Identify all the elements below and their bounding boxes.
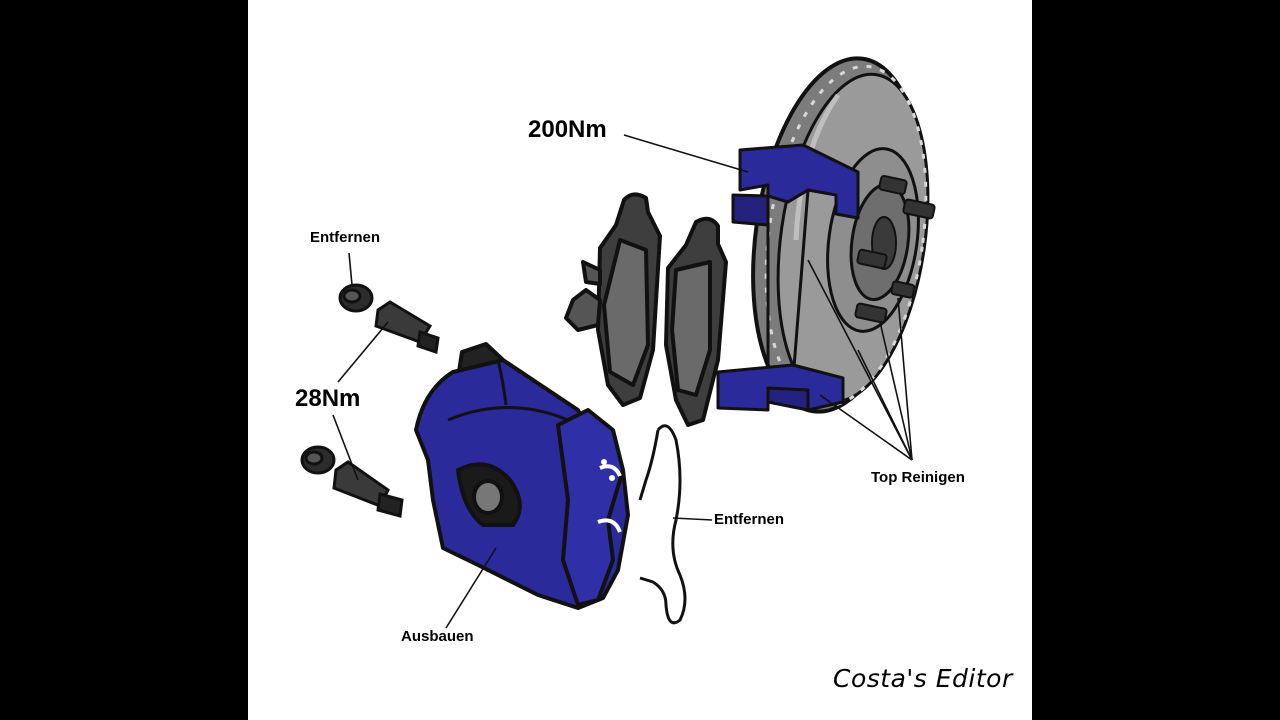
leader-lines <box>332 134 913 629</box>
label-remove-caliper: Ausbauen <box>401 628 474 645</box>
diagram-canvas: 200Nm Entfernen 28Nm Entfernen Ausbauen … <box>248 0 1032 720</box>
brake-pad-outer <box>564 192 662 407</box>
label-torque-28nm: 28Nm <box>295 385 361 412</box>
brake-exploded-view <box>300 56 936 629</box>
guide-bolt-upper <box>374 300 440 354</box>
label-clean-top: Top Reinigen <box>871 469 965 486</box>
guide-bolt-upper-cap <box>338 283 374 313</box>
guide-bolt-lower-cap <box>300 445 336 475</box>
editor-credit: Costa's Editor <box>833 664 1013 693</box>
label-remove-spring: Entfernen <box>714 511 785 528</box>
label-remove-bolt-caps: Entfernen <box>310 229 381 246</box>
caliper-body <box>414 342 630 610</box>
caliper-carrier <box>716 143 860 412</box>
wheel-studs <box>854 175 936 324</box>
guide-bolt-lower <box>332 460 404 518</box>
brake-pad-inner <box>664 216 728 427</box>
label-torque-200nm: 200Nm <box>528 116 607 143</box>
anti-rattle-spring <box>638 424 687 625</box>
brake-disc <box>751 56 936 414</box>
